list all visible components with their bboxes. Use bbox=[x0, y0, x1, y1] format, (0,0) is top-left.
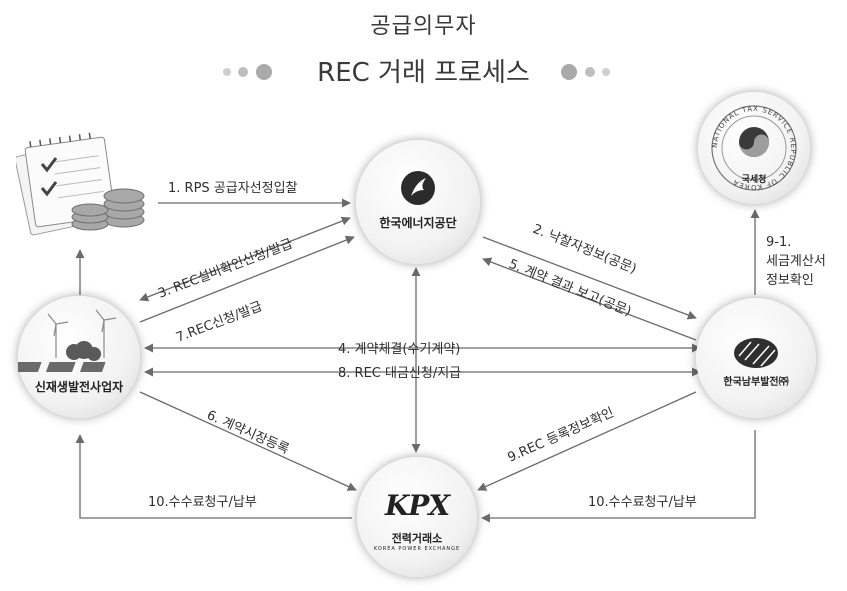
label-step-4: 4. 계약체결(수기계약) bbox=[338, 342, 460, 357]
arrow-step-2 bbox=[482, 236, 697, 320]
node-generator-label: 신재생발전사업자 bbox=[34, 380, 124, 394]
label-step-10-left: 10.수수료청구/납부 bbox=[148, 495, 257, 510]
documents-coins-illustration bbox=[16, 132, 145, 236]
label-step-9-1-line1: 세금계산서 bbox=[766, 254, 826, 269]
arrow-step-10-right bbox=[481, 430, 756, 523]
label-step-8: 8. REC 대금신청/지급 bbox=[338, 366, 461, 381]
diagram-title: REC 거래 프로세스 bbox=[317, 58, 530, 88]
node-nts-label: 국세청 bbox=[741, 175, 767, 185]
node-kpx bbox=[357, 457, 477, 577]
diagram-subtitle: 공급의무자 bbox=[370, 14, 477, 39]
label-step-2: 2. 낙찰자정보(공문) bbox=[531, 222, 639, 277]
label-step-10-right: 10.수수료청구/납부 bbox=[588, 495, 697, 510]
title-dots-right bbox=[561, 64, 610, 80]
node-kpx-english: KOREA POWER EXCHANGE bbox=[373, 546, 461, 552]
arrow-step-10-left bbox=[75, 434, 352, 519]
label-step-9-1-num: 9-1. bbox=[766, 235, 791, 250]
label-step-9-1-line2: 정보확인 bbox=[766, 273, 814, 288]
arrow-step-7 bbox=[139, 235, 355, 323]
label-step-7: 7.REC신청/발급 bbox=[174, 299, 264, 346]
solar-wind-farm-icon bbox=[18, 309, 117, 372]
arrow-step-3 bbox=[139, 216, 351, 302]
title-dots-left bbox=[223, 64, 272, 80]
label-step-1: 1. RPS 공급자선정입찰 bbox=[168, 181, 298, 196]
nts-seal-icon: NATIONAL TAX SERVICE REPUBLIC OF KOREA bbox=[711, 105, 797, 191]
node-kpx-label: 전력거래소 bbox=[391, 532, 443, 545]
kpx-logo-text: KPX bbox=[384, 489, 450, 522]
kospo-logo-icon bbox=[734, 338, 778, 368]
node-energy-agency-label: 한국에너지공단 bbox=[379, 216, 457, 230]
node-kospo-label: 한국남부발전㈜ bbox=[723, 377, 789, 388]
energy-agency-logo-icon bbox=[401, 171, 435, 205]
arrow-step-6 bbox=[139, 391, 357, 491]
arrow-step-9 bbox=[477, 391, 697, 491]
arrow-step-5 bbox=[482, 257, 697, 341]
label-step-6: 6. 계약시장등록 bbox=[204, 408, 291, 458]
